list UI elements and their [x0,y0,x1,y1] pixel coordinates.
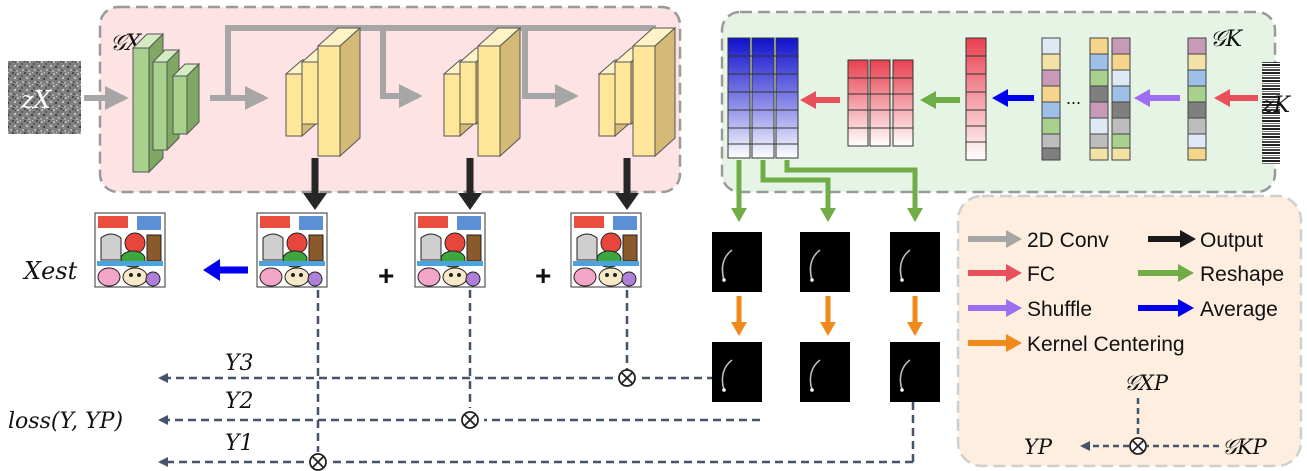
legend-conv-arrow [968,230,1022,248]
legend-reshape-label: Reshape [1200,263,1284,286]
output-arrows [303,158,639,210]
estimate-image [94,212,166,288]
zk-noise-vector [1262,62,1280,164]
gk-label: 𝒢K [1210,27,1244,52]
fc-matrix [847,59,914,147]
centering-arrows [731,296,923,336]
legend-gx-label: 𝒢XP [1124,371,1169,395]
legend-centering-label: Kernel Centering [1027,333,1185,356]
legend-panel [956,194,1303,468]
loss-dashed-lines [158,290,915,467]
legend-centering-arrow [968,334,1022,352]
output-image-2 [414,212,486,288]
decoder-stack-3 [598,26,677,158]
decoder-stack-2 [443,26,522,158]
y3-label: Y3 [225,351,254,376]
reshape-arrowheads [731,208,923,222]
legend-output-arrow [1148,230,1196,248]
plus-sign-2: + [535,260,551,291]
legend-average-label: Average [1200,298,1278,321]
multiply-operators [309,369,636,471]
kernel-centered-1 [711,341,763,403]
skip-connection-middle [380,28,423,108]
legend-conv-label: 2D Conv [1027,229,1109,252]
legend-average-arrow [1138,299,1194,317]
zx-label: zX [20,86,52,114]
output-image-3 [570,212,642,288]
kernel-centered-3 [889,341,941,403]
y2-label: Y2 [225,389,254,414]
skip-connection-right [522,28,579,108]
legend-gk-label: 𝒢KP [1222,435,1268,459]
legend-yp-label: YP [1024,435,1053,459]
gk-arrows [800,89,1258,109]
average-arrow [203,259,248,281]
plus-sign-1: + [378,260,394,291]
kernel-raw-2 [799,231,851,293]
ellipsis: ... [1066,88,1081,108]
kernel-raw-3 [889,231,941,293]
kernel-columns [727,37,799,159]
noise-input-image [8,61,81,134]
loss-label: loss(Y, YP) [8,409,123,434]
legend-reshape-arrow [1138,264,1194,282]
decoder-stack-1 [285,26,362,158]
kernel-raw-1 [711,231,763,293]
output-image-1 [256,212,328,288]
encoder-stack [131,32,201,174]
legend-shuffle-label: Shuffle [1027,298,1092,321]
kernel-centered-2 [799,341,851,403]
shuffled-vectors [1041,37,1207,161]
legend-fc-arrow [968,264,1022,282]
reshape-arrows [736,160,918,212]
x-est-label: Xest [22,257,78,285]
zk-label: zK [1261,93,1292,118]
legend-output-label: Output [1200,229,1263,252]
y1-label: Y1 [225,431,254,456]
legend-multiply [1129,437,1147,455]
fc-vector [965,37,987,161]
legend-fc-label: FC [1027,263,1055,286]
legend-shuffle-arrow [968,299,1022,317]
